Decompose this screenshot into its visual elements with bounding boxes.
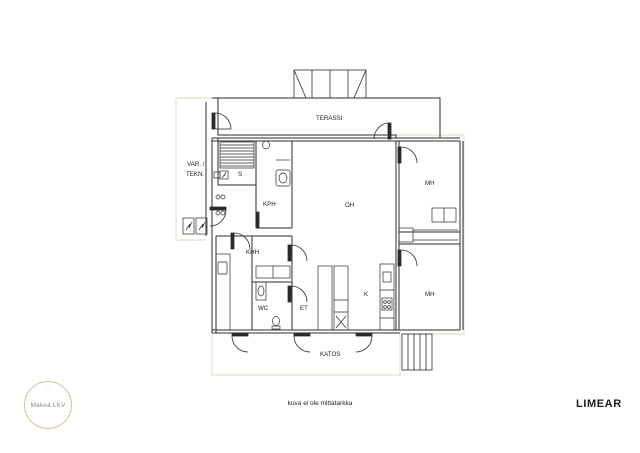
bathroom-fixtures (215, 140, 291, 331)
agency-logo: Makea LKV (24, 381, 72, 429)
scale-disclaimer: kuva ei ole mittatarkka (287, 400, 353, 407)
sauna-bench (219, 141, 255, 180)
label-et: ET (300, 305, 308, 312)
label-terassi: TERASSI (316, 115, 343, 122)
agency-logo-text: Makea LKV (30, 401, 66, 409)
label-katos: KATOS (320, 351, 340, 358)
label-wc: WC (258, 305, 269, 312)
kitchen-units (255, 207, 458, 331)
label-mh-top: MH (425, 180, 435, 187)
label-mh-bottom: MH (425, 291, 435, 298)
brand-wordmark: LIMEAR (576, 398, 622, 410)
technical-equipment (182, 171, 226, 235)
label-k: K (364, 291, 369, 298)
label-oh: OH (345, 202, 354, 209)
room-labels: TERASSI VAR. / TEKN. S KPH OH MH KHH WC … (186, 115, 435, 358)
katos-stairs (401, 333, 433, 371)
outer-outline (175, 97, 465, 376)
label-var-tekn-1: VAR. / (187, 161, 205, 168)
doors (209, 112, 418, 353)
label-khh: KHH (246, 249, 259, 256)
label-var-tekn-2: TEKN. (186, 171, 205, 178)
label-sauna: S (238, 171, 242, 178)
terrace-stairs (293, 69, 367, 99)
label-kph: KPH (263, 201, 276, 208)
